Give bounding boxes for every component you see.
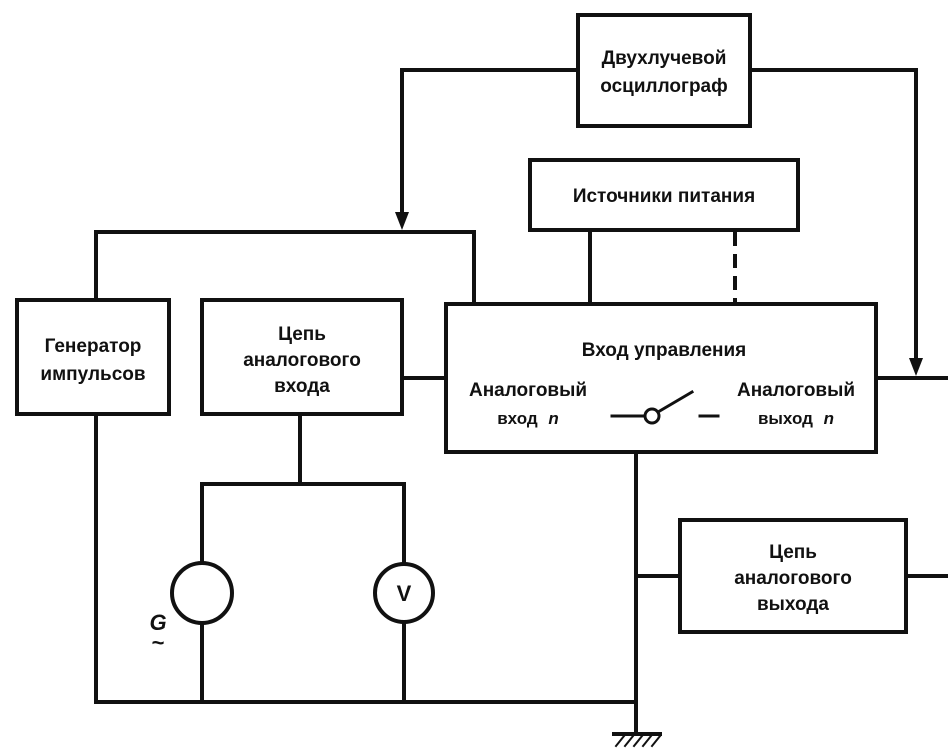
device-output-label-line2-group: выход n	[758, 409, 834, 428]
device-input-label-line2-group: вход n	[497, 409, 559, 428]
switch-icon	[610, 389, 720, 425]
pulse-generator-label-line1: Генератор	[45, 336, 142, 357]
voltmeter-label: V	[397, 581, 412, 606]
device-input-label-line2: вход	[497, 409, 538, 428]
device-block: Вход управления Аналоговый вход n Аналог…	[444, 302, 878, 454]
pulse-generator-label-line2: импульсов	[40, 364, 145, 385]
pulse-generator-block: Генератор импульсов	[15, 298, 171, 416]
oscilloscope-label-line2: осциллограф	[600, 76, 728, 97]
power-supplies-label: Источники питания	[573, 186, 755, 207]
analog-output-label-line2: аналогового	[734, 568, 852, 589]
analog-input-circuit-block: Цепь аналогового входа	[200, 298, 404, 416]
wire-pulse-bus	[94, 230, 476, 306]
device-output-label-line2: выход	[758, 409, 813, 428]
power-supplies-block: Источники питания	[528, 158, 800, 232]
arrow-down-icon	[909, 358, 923, 376]
analog-output-label-line3: выхода	[757, 594, 829, 615]
generator-tilde: ~	[152, 630, 165, 655]
analog-input-label-line2: аналогового	[243, 350, 361, 371]
oscilloscope-label-line1: Двухлучевой	[602, 48, 727, 69]
device-output-label-line1: Аналоговый	[737, 380, 855, 401]
arrow-down-icon	[395, 212, 409, 230]
oscilloscope-block: Двухлучевой осциллограф	[576, 13, 752, 128]
generator-label: G	[149, 610, 166, 635]
wire-oscilloscope-ch2	[748, 68, 918, 368]
analog-input-label-line1: Цепь	[278, 324, 326, 345]
generator-icon: G ~	[149, 561, 234, 655]
device-input-index: n	[548, 409, 558, 428]
wire-oscilloscope-ch1	[400, 68, 580, 218]
ground-icon	[612, 732, 662, 748]
voltmeter-icon: V	[373, 562, 435, 624]
control-input-label: Вход управления	[582, 340, 747, 361]
analog-input-label-line3: входа	[274, 376, 330, 397]
analog-output-circuit-block: Цепь аналогового выхода	[678, 518, 908, 634]
device-output-index: n	[824, 409, 834, 428]
device-input-label-line1: Аналоговый	[469, 380, 587, 401]
analog-output-label-line1: Цепь	[769, 542, 817, 563]
